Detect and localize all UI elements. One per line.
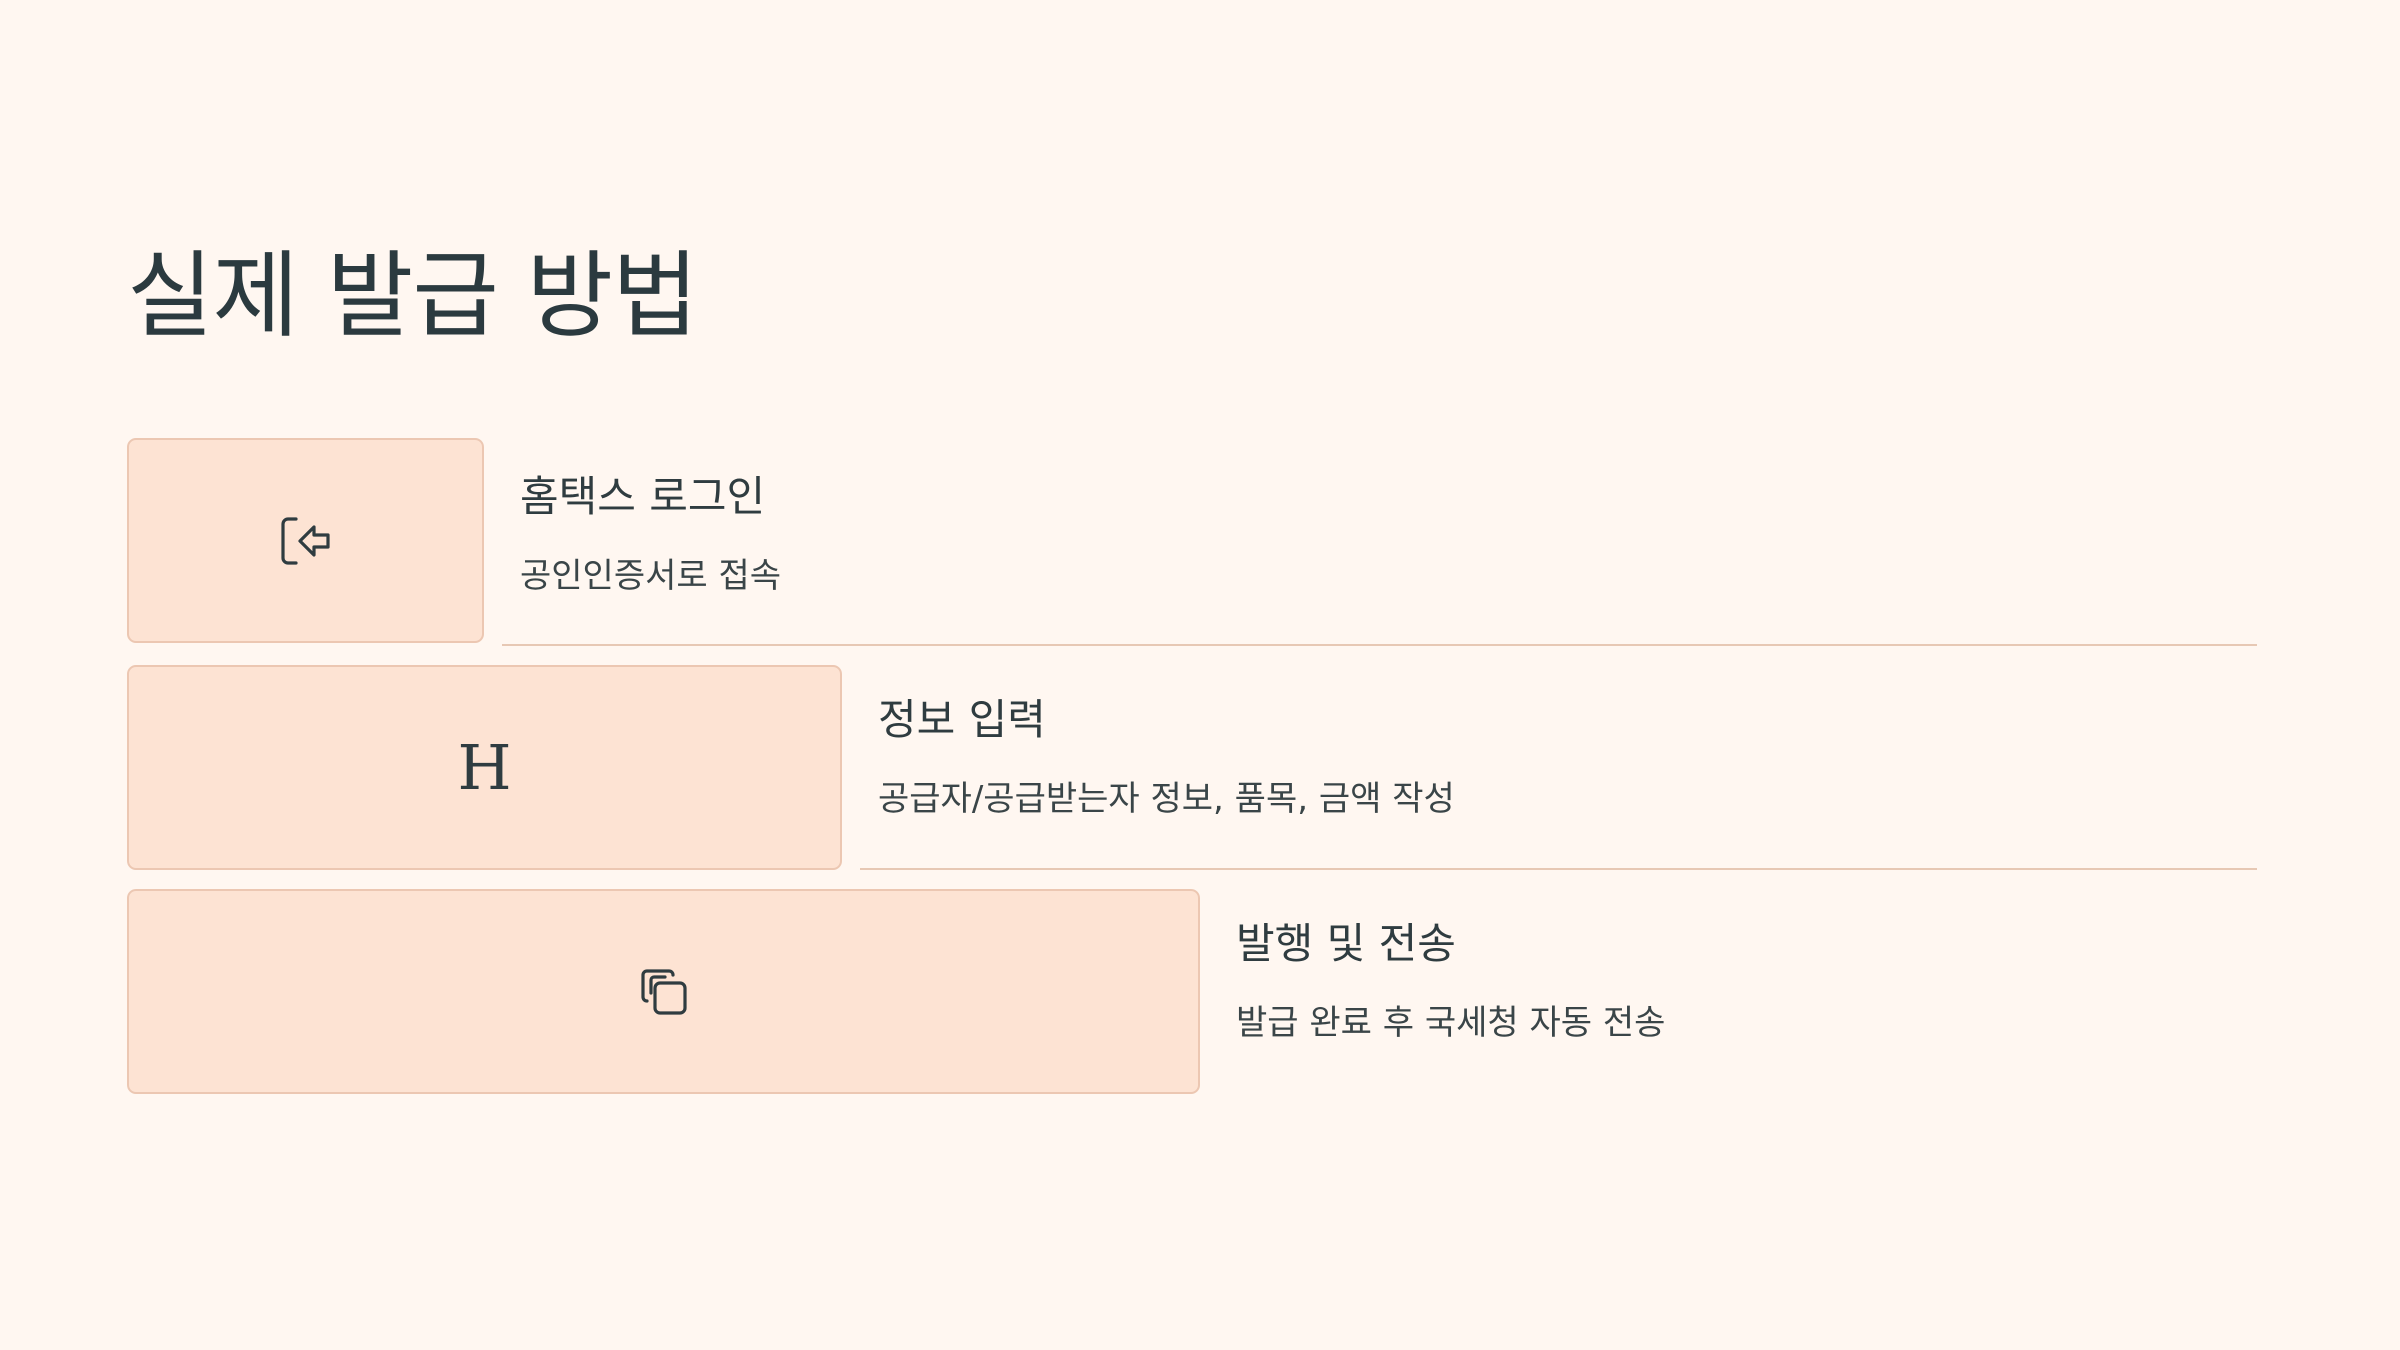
step-divider <box>860 868 2257 870</box>
step-description: 공인인증서로 접속 <box>520 556 782 596</box>
page-title: 실제 발급 방법 <box>127 242 699 351</box>
step-enter-info: H 정보 입력 공급자/공급받는자 정보, 품목, 금액 작성 <box>127 665 2257 872</box>
step-divider <box>502 644 2257 646</box>
step-description: 발급 완료 후 국세청 자동 전송 <box>1236 1003 1666 1043</box>
step-login: 홈택스 로그인 공인인증서로 접속 <box>127 438 2257 646</box>
step-heading: 홈택스 로그인 <box>520 472 766 521</box>
step-enter-info-card: H <box>127 665 842 870</box>
heading-h-icon: H <box>457 730 512 804</box>
step-heading: 정보 입력 <box>878 695 1046 744</box>
step-heading: 발행 및 전송 <box>1236 919 1456 968</box>
step-login-card <box>127 438 484 643</box>
copy-icon <box>637 965 691 1019</box>
step-issue-send-card <box>127 889 1200 1094</box>
step-issue-send: 발행 및 전송 발급 완료 후 국세청 자동 전송 <box>127 889 2257 1096</box>
login-arrow-icon <box>278 515 334 567</box>
step-description: 공급자/공급받는자 정보, 품목, 금액 작성 <box>878 779 1455 819</box>
